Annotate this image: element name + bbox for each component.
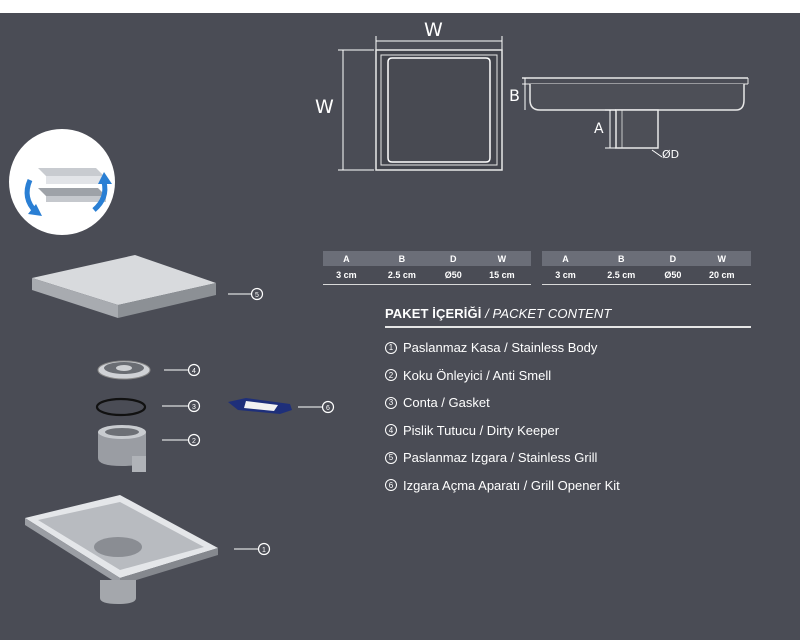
item-label: Conta / Gasket (403, 395, 490, 411)
stainless-body-part (25, 495, 218, 604)
packet-content-heading: PAKET İÇERİĞİ / PACKET CONTENT (385, 306, 611, 321)
table-cell: 2.5 cm (589, 266, 654, 285)
heading-main: PAKET İÇERİĞİ (385, 306, 482, 321)
callout-5: 5 (255, 292, 259, 299)
depth-b-label: B (509, 86, 520, 105)
packet-content-list: 1 Paslanmaz Kasa / Stainless Body 2 Koku Ö… (385, 334, 620, 499)
heading-sub: / PACKET CONTENT (481, 306, 612, 321)
table-cell: 20 cm (692, 266, 751, 285)
table-header: A (542, 251, 590, 266)
width-top-label: W (424, 19, 443, 41)
item-number: 4 (385, 424, 397, 437)
dirty-keeper-part (97, 360, 151, 380)
callout-4: 4 (192, 368, 196, 375)
gasket-part (95, 397, 147, 417)
list-item: 4 Pislik Tutucu / Dirty Keeper (385, 417, 620, 445)
table-header: W (692, 251, 751, 266)
table-cell: Ø50 (433, 266, 473, 285)
table-cell: 3 cm (542, 266, 590, 285)
item-label: Paslanmaz Izgara / Stainless Grill (403, 450, 598, 466)
item-number: 2 (385, 369, 397, 382)
dimension-table-15cm: A B D W 3 cm 2.5 cm Ø50 15 cm (323, 251, 531, 285)
width-left-label: W (315, 96, 334, 118)
grill-opener-part (228, 398, 292, 414)
top-view-drawing (375, 49, 503, 171)
item-label: Pislik Tutucu / Dirty Keeper (403, 422, 560, 438)
callout-2: 2 (192, 438, 196, 445)
item-number: 1 (385, 341, 397, 354)
diameter-d-label: ØD (662, 148, 680, 161)
table-cell: 3 cm (323, 266, 370, 285)
side-view-drawing (522, 77, 749, 158)
table-header: D (653, 251, 693, 266)
callout-6: 6 (326, 405, 330, 412)
table-header: D (433, 251, 473, 266)
item-number: 5 (385, 451, 397, 464)
flip-grill-icon (9, 129, 115, 235)
list-item: 6 Izgara Açma Aparatı / Grill Opener Kit (385, 472, 620, 500)
table-header: W (472, 251, 531, 266)
item-label: Izgara Açma Aparatı / Grill Opener Kit (403, 477, 620, 493)
table-cell: Ø50 (653, 266, 693, 285)
item-label: Koku Önleyici / Anti Smell (403, 367, 552, 383)
table-header: B (369, 251, 434, 266)
height-a-label: A (594, 121, 604, 137)
table-cell: 2.5 cm (369, 266, 434, 285)
table-cell: 15 cm (472, 266, 531, 285)
table-header: B (589, 251, 654, 266)
dimension-table-20cm: A B D W 3 cm 2.5 cm Ø50 20 cm (542, 251, 751, 285)
list-item: 5 Paslanmaz Izgara / Stainless Grill (385, 444, 620, 472)
item-number: 6 (385, 479, 397, 492)
callout-3: 3 (192, 404, 196, 411)
heading-underline (385, 326, 751, 328)
list-item: 2 Koku Önleyici / Anti Smell (385, 362, 620, 390)
table-header: A (323, 251, 370, 266)
item-number: 3 (385, 396, 397, 409)
callout-1: 1 (262, 547, 266, 554)
item-label: Paslanmaz Kasa / Stainless Body (403, 340, 598, 356)
stainless-grill-part (32, 255, 216, 318)
anti-smell-part (98, 425, 146, 472)
list-item: 3 Conta / Gasket (385, 389, 620, 417)
list-item: 1 Paslanmaz Kasa / Stainless Body (385, 334, 620, 362)
